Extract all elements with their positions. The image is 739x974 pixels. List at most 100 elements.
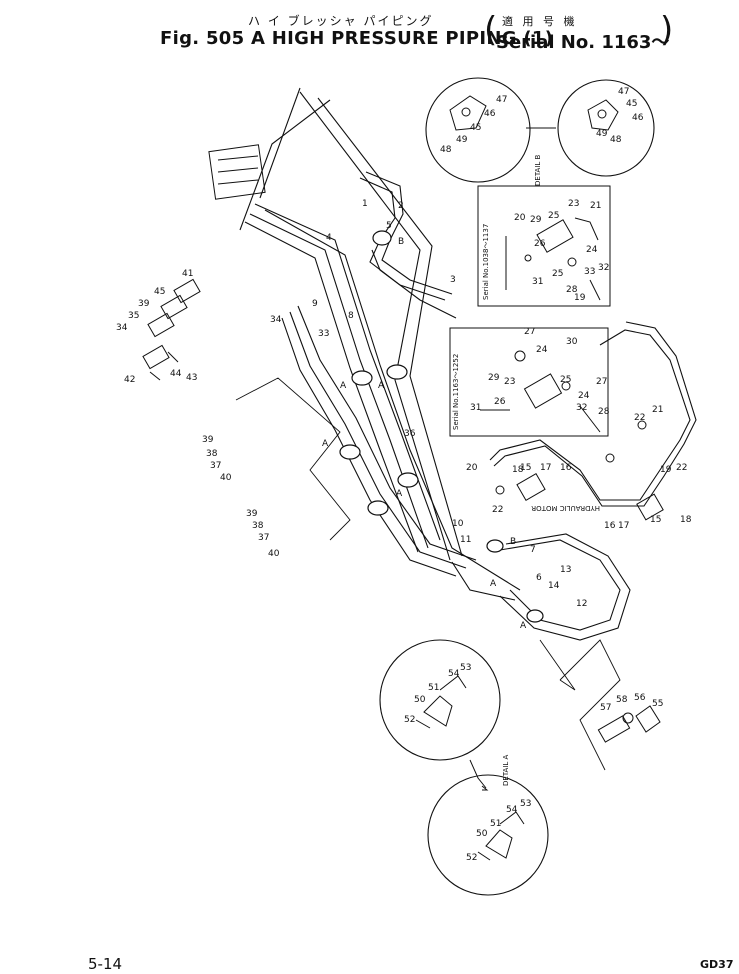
- motor-group-parts: [597, 705, 661, 743]
- callout-label: 35: [128, 311, 139, 321]
- callout-label: 33: [318, 329, 329, 339]
- callout-label: 39: [202, 435, 214, 445]
- detail-circles: [379, 77, 655, 896]
- callout-label: 58: [616, 695, 628, 705]
- section-markers: A A A A A A B: [322, 381, 527, 631]
- serial-range: Serial No. 1163～: [496, 32, 670, 53]
- callout-label: 33: [584, 267, 595, 277]
- serial-inset-boxes: [449, 185, 611, 437]
- callout-label: 22: [492, 505, 503, 515]
- callouts-main-upper: 1 2 3 4 5 B 34 33 9 8: [270, 199, 456, 339]
- section-marker: A: [490, 579, 497, 589]
- callouts-detail-b-left: 48 49 45 46 47: [440, 95, 507, 155]
- callout-label: 45: [470, 123, 481, 133]
- serial-japanese-label: 適 用 号 機: [502, 15, 578, 28]
- main-piping-lines: [235, 87, 697, 771]
- section-marker: A: [322, 439, 329, 449]
- callout-label: 45: [626, 99, 637, 109]
- callouts-motor-group: 57 58 56 55: [600, 693, 663, 713]
- callout-label: 48: [440, 145, 452, 155]
- callout-label: 8: [348, 311, 354, 321]
- callouts-left-group-1: 39 38 37 40: [202, 435, 232, 483]
- callout-label: 51: [428, 683, 439, 693]
- callout-label: 21: [590, 201, 601, 211]
- callout-label: 13: [560, 565, 571, 575]
- callout-label: 39: [246, 509, 258, 519]
- callout-label: 28: [598, 407, 610, 417]
- callout-label: 37: [210, 461, 221, 471]
- callout-label: 27: [596, 377, 607, 387]
- serial-range-label-2: Serial No.1163～1252: [452, 354, 460, 430]
- control-valve-block: [208, 144, 266, 200]
- section-marker: A: [396, 489, 403, 499]
- callout-label: 4: [326, 233, 332, 243]
- model-code: GD37: [700, 958, 734, 971]
- figure-title: Fig. 505 A HIGH PRESSURE PIPING (1): [160, 28, 554, 49]
- callout-label: 20: [514, 213, 526, 223]
- callout-label: 50: [476, 829, 488, 839]
- callout-label: 3: [450, 275, 456, 285]
- callout-label: 26: [494, 397, 506, 407]
- callouts-inset-1163: 27 24 30 29 23 25 26 24 31 32 28 27: [470, 327, 610, 417]
- hydraulic-motor-label: HYDRAULIC MOTOR: [531, 504, 600, 512]
- callout-label: 17: [540, 463, 551, 473]
- section-marker: B: [510, 537, 516, 547]
- callouts-main-lower: 36 10 11 13 7 14 12 6: [404, 429, 587, 609]
- callout-label: 10: [452, 519, 464, 529]
- callout-label: 46: [484, 109, 496, 119]
- callout-label: 14: [548, 581, 560, 591]
- callout-label: 7: [530, 545, 536, 555]
- callout-label: 29: [530, 215, 542, 225]
- callout-label: 23: [568, 199, 579, 209]
- callout-label: 40: [268, 549, 280, 559]
- callout-label: 39: [138, 299, 150, 309]
- callout-label: 11: [460, 535, 471, 545]
- callout-label: 18: [512, 465, 524, 475]
- callout-label: 53: [520, 799, 531, 809]
- callout-label: 23: [504, 377, 515, 387]
- callout-label: 22: [634, 413, 645, 423]
- callout-label: 50: [414, 695, 426, 705]
- callout-label: 34: [116, 323, 128, 333]
- detail-a-caption: DETAIL A: [502, 754, 510, 786]
- callout-label: 36: [404, 429, 416, 439]
- callouts-inset-1038: 20 29 25 23 21 26 31 28 19 24 32 33 25: [514, 199, 609, 303]
- callout-label: 18: [680, 515, 692, 525]
- callout-label: 40: [220, 473, 232, 483]
- callout-label: 44: [170, 369, 182, 379]
- callout-label: 52: [404, 715, 415, 725]
- japanese-title: ハ イ ブレッシャ パイピング: [248, 14, 434, 28]
- callout-label: 53: [460, 663, 471, 673]
- callouts-right-loop: 22 21 19 22 20 18 15 17 16 22 16 17 15 1…: [466, 405, 692, 531]
- inset-1163-parts: [480, 350, 601, 433]
- section-marker: A: [340, 381, 347, 391]
- callout-label: 31: [470, 403, 481, 413]
- callout-label: 25: [560, 375, 571, 385]
- callout-label: 28: [566, 285, 578, 295]
- callout-label: 24: [536, 345, 548, 355]
- callout-label: 37: [258, 533, 269, 543]
- callout-label: 26: [534, 239, 546, 249]
- callout-label: 22: [676, 463, 687, 473]
- pipe-clamps: [339, 230, 544, 623]
- motor-side-fittings: [495, 420, 664, 521]
- callout-label: B: [398, 237, 404, 247]
- callout-label: 32: [576, 403, 587, 413]
- callout-label: 21: [652, 405, 663, 415]
- callout-label: 52: [466, 853, 477, 863]
- callout-label: 15: [520, 463, 531, 473]
- page-number: 5-14: [88, 955, 123, 973]
- callout-label: 47: [618, 87, 629, 97]
- callout-label: 45: [154, 287, 165, 297]
- callout-label: 24: [578, 391, 590, 401]
- callout-label: 32: [598, 263, 609, 273]
- callout-label: 57: [600, 703, 611, 713]
- callouts-left-group-2: 39 38 37 40: [246, 509, 280, 559]
- callout-label: 56: [634, 693, 646, 703]
- callout-label: 38: [206, 449, 218, 459]
- callout-label: 54: [448, 669, 460, 679]
- callout-label: 9: [312, 299, 318, 309]
- callout-label: 42: [124, 375, 135, 385]
